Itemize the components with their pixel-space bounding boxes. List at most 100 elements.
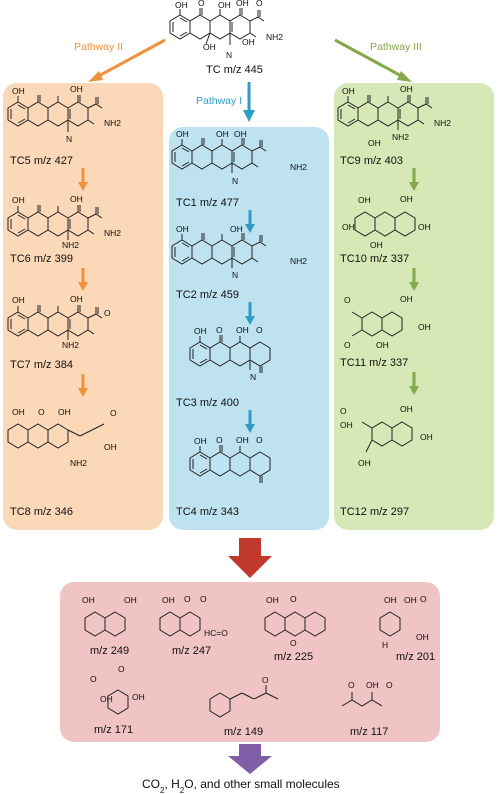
atom-label: OH	[376, 340, 389, 350]
mineralization-arrow	[228, 744, 272, 774]
atom-label: OH	[216, 129, 229, 139]
arrow-i-3	[245, 410, 255, 433]
atom-label: OH	[418, 322, 431, 332]
atom-label: NH2	[434, 118, 451, 128]
pathway-i-label: Pathway I	[196, 95, 242, 107]
atom-label: N	[66, 134, 72, 144]
atom-label: OH	[12, 295, 25, 305]
parent-label: TC m/z 445	[206, 64, 263, 76]
atom-label: OH	[340, 420, 353, 430]
atom-label: O	[256, 325, 263, 335]
atom-label: OH	[132, 692, 145, 702]
atom-label: O	[184, 594, 191, 604]
atom-label: O	[290, 594, 297, 604]
atom-label: NH2	[62, 340, 79, 350]
arrow-iii-2	[409, 268, 419, 291]
atom-label: OH	[12, 86, 25, 96]
atom-label: OH	[82, 595, 95, 605]
atom-label: OH	[124, 595, 137, 605]
atom-label: OH	[236, 325, 249, 335]
atom-label: OH	[368, 138, 381, 148]
atom-label: OH	[162, 595, 175, 605]
atom-label: O	[200, 594, 207, 604]
atom-label: O	[348, 680, 355, 690]
arrow-iii-3	[409, 372, 419, 395]
pathway-ii-arrow	[88, 38, 166, 82]
atom-label: O	[216, 435, 223, 445]
atom-label: OH	[12, 195, 25, 205]
tc7-structure	[7, 304, 103, 340]
atom-label: O	[256, 435, 263, 445]
subscript: 2	[160, 786, 165, 794]
atom-label: O	[256, 0, 263, 8]
atom-label: OH	[234, 129, 247, 139]
tc8-structure	[7, 423, 105, 449]
atom-label: OH	[366, 680, 379, 690]
atom-label: OH	[218, 0, 231, 10]
pathway-iii-arrow	[334, 38, 412, 82]
atom-label: OH	[176, 129, 189, 139]
tc7-label: TC7 m/z 384	[10, 359, 73, 371]
arrow-ii-3	[78, 374, 88, 397]
atom-label: O	[262, 675, 269, 685]
atom-label: O	[38, 407, 45, 417]
atom-label: NH2	[266, 32, 283, 42]
atom-label: OH	[12, 407, 25, 417]
atom-label: O	[420, 594, 427, 604]
atom-label: OH	[358, 195, 371, 205]
atom-label: O	[90, 674, 97, 684]
atom-label: OH	[400, 84, 413, 94]
atom-label: O	[344, 340, 351, 350]
atom-label: OH	[58, 407, 71, 417]
atom-label: OH	[400, 294, 413, 304]
atom-label: OH	[194, 436, 207, 446]
tc9-structure	[337, 94, 433, 130]
product-117-structure	[341, 692, 383, 707]
atom-label: OH	[176, 224, 189, 234]
tc6-structure	[7, 204, 103, 240]
tc1-structure	[171, 137, 267, 173]
atom-label: O	[290, 638, 297, 648]
arrow-ii-1	[78, 168, 88, 191]
atom-label: HC=O	[204, 628, 228, 638]
tc12-structure	[361, 421, 413, 453]
atom-label: O	[386, 680, 393, 690]
tc6-label: TC6 m/z 399	[10, 253, 73, 265]
product-label: m/z 249	[90, 645, 129, 657]
atom-label: OH	[418, 222, 431, 232]
arrow-i-1	[245, 210, 255, 233]
tc4-label: TC4 m/z 343	[176, 506, 239, 518]
atom-label: OH	[400, 404, 413, 414]
atom-label: O	[110, 408, 117, 418]
atom-label: OH	[358, 458, 371, 468]
tc5-structure	[7, 94, 103, 132]
atom-label: O	[344, 295, 351, 305]
atom-label: OH	[70, 84, 83, 94]
product-label: m/z 225	[274, 651, 313, 663]
product-label: m/z 149	[224, 726, 263, 738]
tc11-label: TC11 m/z 337	[340, 357, 408, 369]
product-label: m/z 247	[172, 645, 211, 657]
atom-label: N	[226, 50, 232, 60]
tc2-label: TC2 m/z 459	[176, 289, 239, 301]
atom-label: O	[118, 664, 125, 674]
atom-label: OH	[104, 442, 117, 452]
tc3-structure	[189, 334, 271, 374]
atom-label: O	[216, 325, 223, 335]
tc12-label: TC12 m/z 297	[340, 506, 409, 518]
atom-label: OH	[266, 595, 279, 605]
atom-label: OH	[342, 86, 355, 96]
atom-label: O	[198, 0, 205, 8]
atom-label: NH2	[104, 118, 121, 128]
atom-label: N	[250, 372, 256, 382]
tc9-label: TC9 m/z 403	[340, 155, 403, 167]
parent-structure	[169, 7, 265, 45]
pathway-iii-label: Pathway III	[370, 41, 422, 53]
arrow-iii-1	[409, 168, 419, 191]
atom-label: OH	[404, 595, 417, 605]
atom-label: NH2	[62, 240, 79, 250]
convergence-arrow	[228, 538, 272, 578]
atom-label: OH	[236, 435, 249, 445]
atom-label: N	[232, 176, 238, 186]
product-label: m/z 171	[94, 724, 133, 736]
